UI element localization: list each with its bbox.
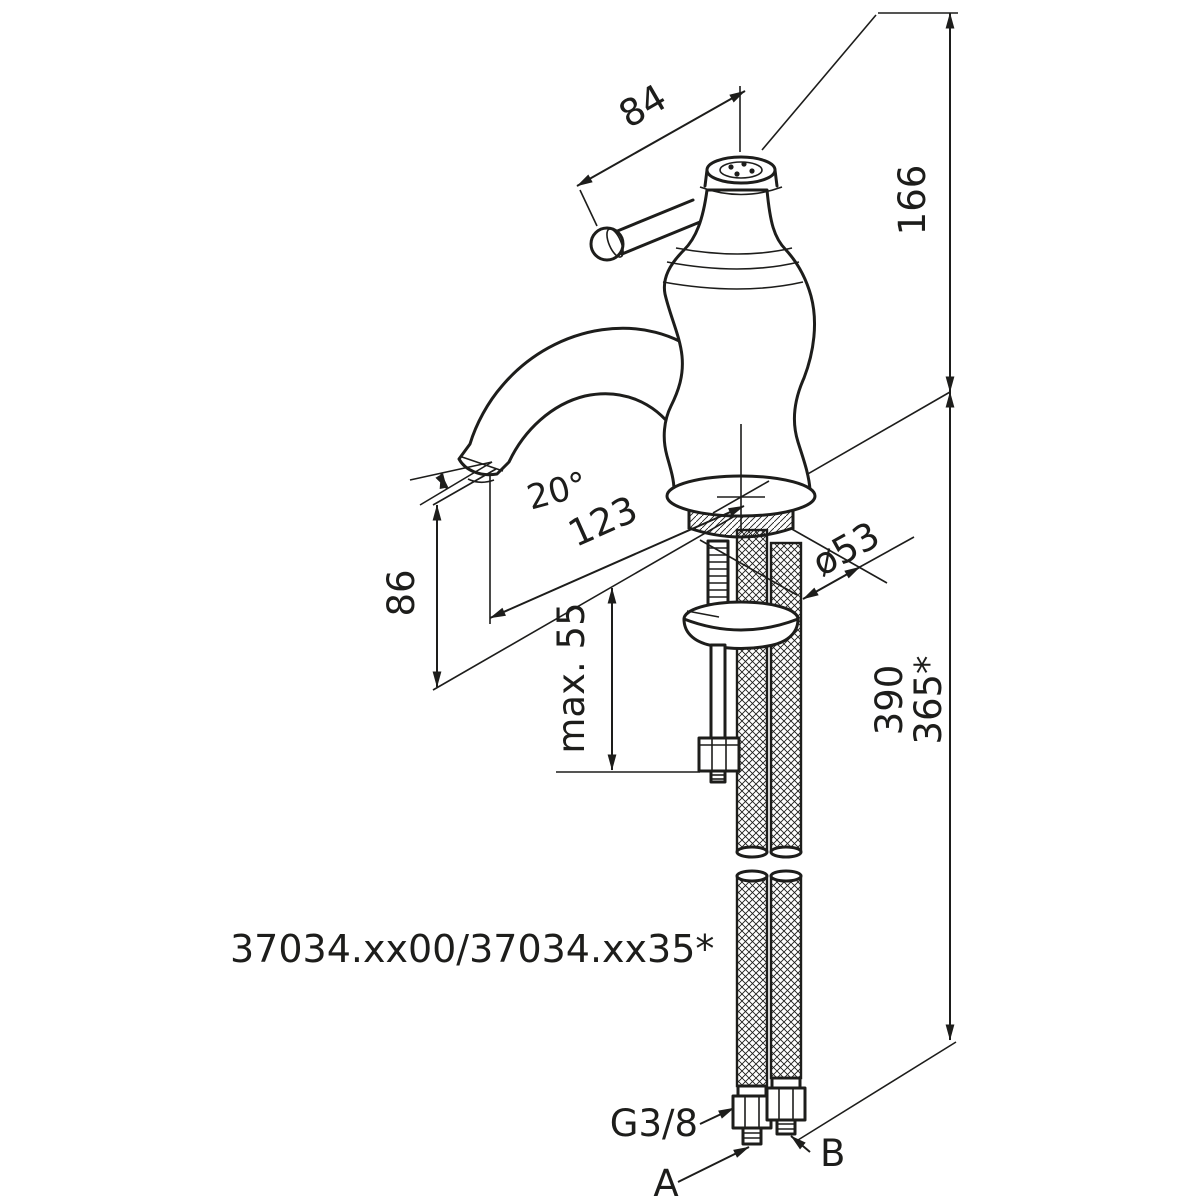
spout xyxy=(457,326,704,484)
collar-line-3 xyxy=(662,281,804,290)
faucet xyxy=(457,155,817,1146)
dim-hose-length: 390 xyxy=(868,665,911,736)
dim-max-deck-thickness: max. 55 xyxy=(550,602,593,753)
dim-hose-length-variant: 365* xyxy=(907,655,950,744)
fitting-nut-left xyxy=(731,1094,773,1130)
dim-height-above-deck: 166 xyxy=(891,165,934,236)
lever-end-cap xyxy=(589,226,625,262)
aerator-arc xyxy=(467,478,495,484)
fitting-nut-right xyxy=(765,1086,807,1122)
dim-outlet-height-group: 86 xyxy=(380,468,497,688)
connection-b-label: B xyxy=(820,1132,845,1175)
hose-fitting-right xyxy=(765,1076,807,1136)
mounting-bolt xyxy=(697,643,741,784)
mounting-nut xyxy=(697,736,741,773)
dim-spout-outlet-height: 86 xyxy=(380,569,423,616)
horseshoe-washer xyxy=(682,600,800,650)
supply-hose-right xyxy=(769,541,803,1080)
connection-a-label: A xyxy=(653,1162,678,1200)
supply-hose-left xyxy=(735,528,769,1088)
dim-handle-length: 84 xyxy=(612,76,674,137)
thread-label-group: G3/8 xyxy=(610,1102,735,1145)
dim-hose-length-group: 390 365* xyxy=(797,391,957,1141)
dim-height-group: 166 xyxy=(761,12,958,393)
faucet-body xyxy=(662,188,816,492)
collar-line-1 xyxy=(675,247,793,255)
product-code: 37034.xx00/37034.xx35* xyxy=(230,927,714,971)
hose-fitting-left xyxy=(731,1084,773,1146)
handle-lever xyxy=(589,198,702,262)
collar-line-2 xyxy=(666,261,800,270)
connection-a-group: A xyxy=(653,1146,750,1200)
connection-b-group: B xyxy=(790,1132,845,1175)
thread-label: G3/8 xyxy=(610,1102,698,1145)
dim-deck-thickness-group: max. 55 xyxy=(550,587,700,773)
